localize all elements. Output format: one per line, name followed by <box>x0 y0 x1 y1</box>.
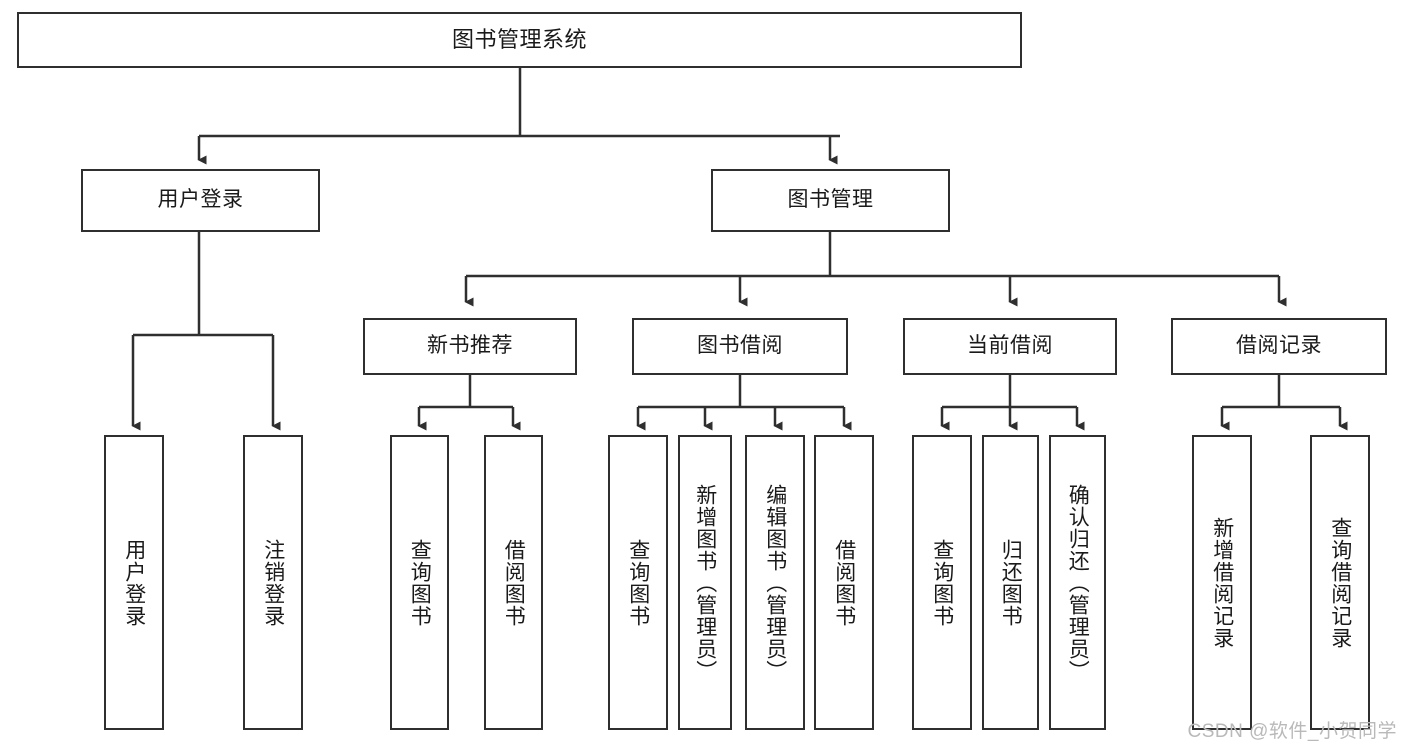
node-user-login[interactable]: 用户登录 <box>81 169 320 232</box>
node-current-borrow[interactable]: 当前借阅 <box>903 318 1117 375</box>
node-label: 注销登录 <box>261 538 285 627</box>
node-label: 新增图书（管理员） <box>693 483 717 682</box>
leaf-borrow-record-add-record[interactable]: 新增借阅记录 <box>1192 435 1252 730</box>
node-book-management[interactable]: 图书管理 <box>711 169 950 232</box>
node-label: 新增借阅记录 <box>1210 516 1234 649</box>
node-label: 图书管理 <box>787 188 874 212</box>
node-label: 新书推荐 <box>427 334 513 358</box>
node-label: 查询借阅记录 <box>1328 516 1352 649</box>
node-book-borrow[interactable]: 图书借阅 <box>632 318 848 375</box>
node-label: 查询图书 <box>626 538 650 627</box>
node-label: 用户登录 <box>122 538 146 627</box>
node-label: 借阅图书 <box>832 538 856 627</box>
node-borrow-record[interactable]: 借阅记录 <box>1171 318 1387 375</box>
node-label: 图书管理系统 <box>451 27 587 53</box>
leaf-current-borrow-query-book[interactable]: 查询图书 <box>912 435 972 730</box>
leaf-new-book-borrow-book[interactable]: 借阅图书 <box>484 435 543 730</box>
leaf-user-login-logout[interactable]: 注销登录 <box>243 435 303 730</box>
watermark-text: CSDN @软件_小贺同学 <box>1187 721 1397 742</box>
node-root-book-management-system[interactable]: 图书管理系统 <box>17 12 1022 68</box>
leaf-book-borrow-add-book-admin[interactable]: 新增图书（管理员） <box>678 435 732 730</box>
node-label: 借阅图书 <box>502 538 526 627</box>
node-label: 图书借阅 <box>697 334 783 358</box>
leaf-borrow-record-query-record[interactable]: 查询借阅记录 <box>1310 435 1370 730</box>
node-label: 查询图书 <box>408 538 432 627</box>
node-label: 查询图书 <box>930 538 954 627</box>
node-label: 归还图书 <box>999 538 1023 627</box>
node-new-book-recommend[interactable]: 新书推荐 <box>363 318 577 375</box>
node-label: 用户登录 <box>157 188 244 212</box>
leaf-new-book-query-book[interactable]: 查询图书 <box>390 435 449 730</box>
node-label: 当前借阅 <box>967 334 1053 358</box>
leaf-book-borrow-borrow-book[interactable]: 借阅图书 <box>814 435 874 730</box>
leaf-current-borrow-confirm-return-admin[interactable]: 确认归还（管理员） <box>1049 435 1106 730</box>
node-label: 编辑图书（管理员） <box>763 483 787 682</box>
node-label: 借阅记录 <box>1236 334 1322 358</box>
leaf-current-borrow-return-book[interactable]: 归还图书 <box>982 435 1039 730</box>
leaf-book-borrow-query-book[interactable]: 查询图书 <box>608 435 668 730</box>
leaf-user-login-login[interactable]: 用户登录 <box>104 435 164 730</box>
leaf-book-borrow-edit-book-admin[interactable]: 编辑图书（管理员） <box>745 435 805 730</box>
node-label: 确认归还（管理员） <box>1066 483 1090 682</box>
